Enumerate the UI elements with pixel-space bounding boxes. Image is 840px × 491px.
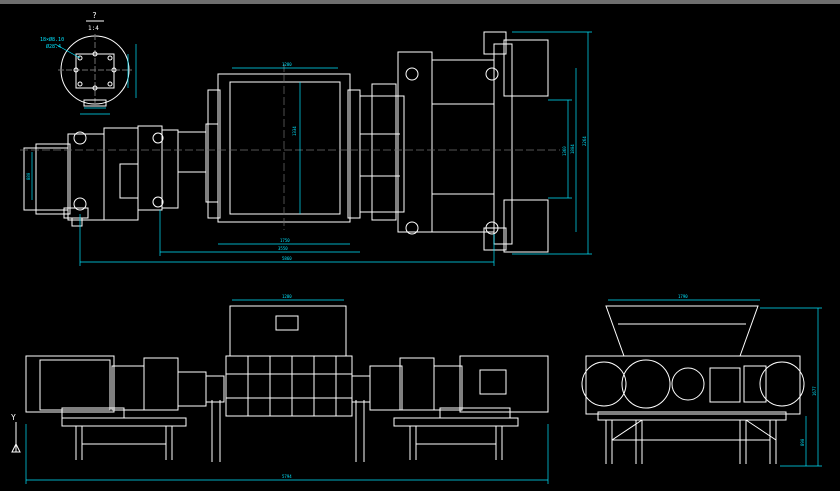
side-view-dim-labels: 1790 1677 890	[678, 294, 817, 446]
dim-plan-motor-height: 880	[26, 172, 31, 180]
title-bar	[0, 0, 840, 4]
dim-plan-total-2: 5860	[282, 256, 292, 261]
detail-sub-spec: Ø28.4	[46, 43, 61, 50]
dim-plan-right-1: 1360	[562, 146, 567, 156]
plan-view-centerlines	[20, 64, 560, 230]
dim-side-height-2: 890	[800, 438, 805, 446]
detail-scale: 1:4	[88, 25, 99, 32]
dim-plan-right-3: 2264	[582, 136, 587, 146]
dim-side-height-1: 1677	[812, 386, 817, 396]
front-view-outline	[25, 305, 549, 462]
side-view-outline	[581, 305, 805, 464]
detail-view: ? 1:4	[58, 11, 132, 107]
detail-marker: ?	[92, 11, 97, 20]
dim-plan-drive-span: 1750	[280, 238, 290, 243]
front-view-dimensions	[25, 299, 549, 484]
dim-plan-total-1: 3550	[278, 246, 288, 251]
front-view-dim-labels: 1280 5794	[282, 294, 292, 479]
dim-front-hopper-width: 1280	[282, 294, 292, 299]
ucs-icon: Y	[11, 413, 21, 453]
side-view-dimensions	[608, 299, 822, 467]
ucs-y-label: Y	[11, 413, 16, 422]
dim-side-width: 1790	[678, 294, 688, 299]
plan-view-outline	[23, 31, 549, 253]
plan-view-dimensions	[31, 31, 592, 266]
dim-front-total-length: 5794	[282, 474, 292, 479]
plan-view-dim-labels: 1280 1334 1750 3550 5860 1360 1804 2264 …	[26, 62, 587, 261]
cad-viewport[interactable]: ? 1:4 18×Ø8.10 Ø28.4	[0, 4, 840, 491]
dim-plan-hopper-height: 1334	[292, 126, 297, 136]
detail-dimensions: 18×Ø8.10 Ø28.4	[40, 36, 137, 115]
dim-plan-hopper-width: 1280	[282, 62, 292, 67]
detail-hole-spec: 18×Ø8.10	[40, 36, 64, 43]
dim-plan-right-2: 1804	[570, 144, 575, 154]
